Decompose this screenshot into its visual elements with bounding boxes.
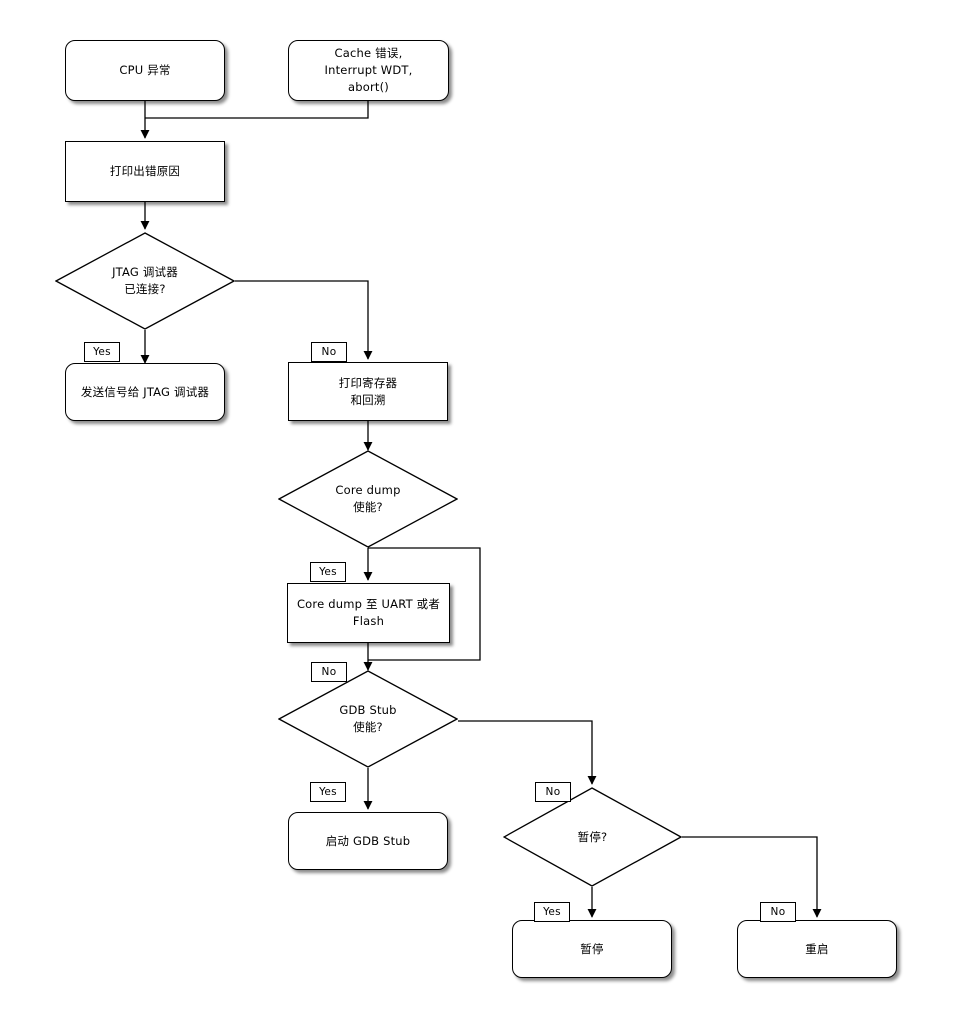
node-cache-error[interactable]: Cache 错误, Interrupt WDT, abort() [288, 40, 449, 101]
edge-label-coredump-no: No [311, 662, 347, 682]
edge-label-halt-no: No [760, 902, 796, 922]
edge-label-jtag-no: No [311, 342, 347, 362]
node-reboot[interactable]: 重启 [737, 920, 897, 978]
decision-jtag-label: JTAG 调试器 已连接? [112, 265, 178, 296]
diamond-shape [55, 232, 235, 330]
node-print-registers-backtrace[interactable]: 打印寄存器 和回溯 [288, 362, 448, 421]
diamond-shape [278, 670, 458, 768]
edge-cache-to-print [145, 101, 369, 119]
diamond-shape [278, 450, 458, 548]
node-halt[interactable]: 暂停 [512, 920, 672, 978]
decision-halt-label: 暂停? [577, 829, 608, 844]
decision-jtag-connected[interactable]: JTAG 调试器 已连接? [55, 232, 235, 330]
edge-label-gdbstub-no: No [535, 782, 571, 802]
edge-gdbstub-no [458, 720, 597, 785]
edge-label-halt-yes: Yes [534, 902, 570, 922]
edge-jtag-no [235, 280, 373, 360]
node-cpu-exception[interactable]: CPU 异常 [65, 40, 225, 101]
edge-label-jtag-yes: Yes [84, 342, 120, 362]
edge-halt-no [682, 836, 822, 918]
diamond-shape [503, 787, 682, 887]
edge-label-gdbstub-yes: Yes [310, 782, 346, 802]
decision-halt[interactable]: 暂停? [503, 787, 682, 887]
node-coredump-to-uart-flash[interactable]: Core dump 至 UART 或者 Flash [287, 583, 450, 643]
node-start-gdb-stub[interactable]: 启动 GDB Stub [288, 812, 448, 870]
decision-coredump-enabled[interactable]: Core dump 使能? [278, 450, 458, 548]
node-print-error-reason[interactable]: 打印出错原因 [65, 141, 225, 202]
decision-gdbstub-label: GDB Stub 使能? [339, 703, 397, 734]
decision-coredump-label: Core dump 使能? [335, 483, 401, 514]
edge-label-coredump-yes: Yes [310, 562, 346, 582]
node-signal-jtag-debugger[interactable]: 发送信号给 JTAG 调试器 [65, 363, 225, 421]
decision-gdbstub-enabled[interactable]: GDB Stub 使能? [278, 670, 458, 768]
